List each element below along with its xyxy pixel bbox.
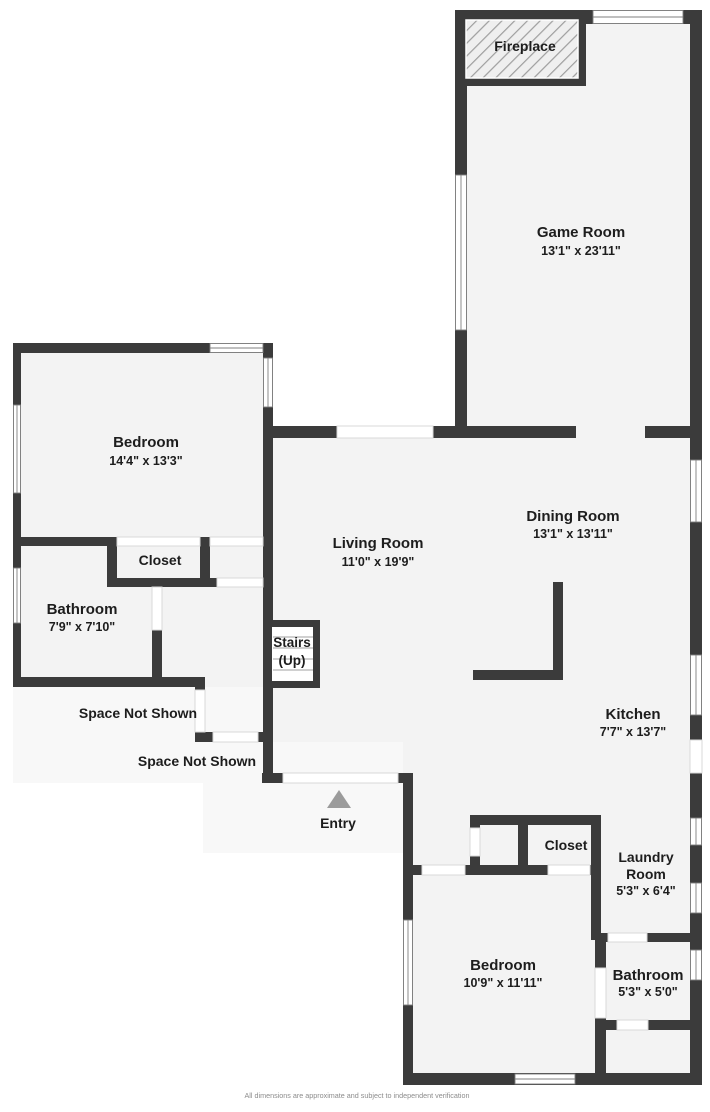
fireplace-hatch	[465, 19, 579, 79]
stairs-floor	[272, 627, 313, 681]
wall	[13, 677, 205, 687]
entry-label: Entry	[320, 815, 356, 831]
entry-door-opening	[282, 772, 399, 784]
opening	[336, 425, 434, 439]
bathroom-upper-label: Bathroom	[47, 601, 118, 618]
game-room-label: Game Room	[537, 224, 625, 241]
wall	[433, 426, 576, 438]
wall	[591, 815, 601, 940]
stairs	[272, 627, 313, 681]
space-not-shown-1-label: Space Not Shown	[79, 705, 197, 721]
opening	[616, 1019, 649, 1031]
bathroom-lower-dims: 5'3" x 5'0"	[618, 985, 678, 999]
kitchen-peninsula-wall	[473, 670, 563, 680]
bedroom-lower-label: Bedroom	[470, 957, 536, 974]
disclaimer-text: All dimensions are approximate and subje…	[245, 1091, 470, 1100]
opening	[594, 967, 607, 1019]
game-room-dims: 13'1" x 23'11"	[541, 244, 621, 258]
dining-room-label: Dining Room	[526, 508, 619, 525]
labels-layer: Fireplace Game Room 13'1" x 23'11" Bedro…	[47, 38, 684, 999]
fireplace-label: Fireplace	[494, 38, 556, 54]
opening	[209, 536, 264, 547]
wall	[152, 587, 162, 687]
opening	[689, 739, 703, 774]
opening	[216, 577, 264, 588]
wall	[595, 933, 702, 942]
kitchen-peninsula-wall	[553, 582, 563, 680]
bedroom-upper-dims: 14'4" x 13'3"	[109, 454, 182, 468]
bathroom-lower-label: Bathroom	[613, 967, 684, 984]
wall	[263, 343, 273, 783]
floor-fills-layer	[13, 10, 702, 1085]
wall	[518, 815, 528, 875]
fireplace	[458, 12, 586, 86]
kitchen-dims: 7'7" x 13'7"	[600, 725, 667, 739]
entry-arrow-icon	[327, 790, 351, 808]
laundry-room-dims: 5'3" x 6'4"	[616, 884, 676, 898]
stairs-label: Stairs	[273, 635, 311, 650]
wall	[200, 537, 210, 587]
living-dining-kitchen-floor	[265, 426, 702, 783]
closet-lower-label: Closet	[545, 837, 588, 853]
entry-area	[203, 742, 403, 853]
stairs-wall-top	[265, 620, 320, 627]
wall	[263, 426, 337, 438]
stairs-up-label: (Up)	[279, 653, 306, 668]
wall	[690, 10, 702, 1085]
opening	[116, 536, 201, 547]
living-room-label: Living Room	[333, 535, 424, 552]
opening	[547, 864, 591, 876]
openings-layer	[116, 425, 703, 1031]
opening	[212, 731, 259, 743]
wall	[13, 343, 272, 353]
opening	[607, 932, 648, 943]
opening	[194, 689, 206, 733]
wall	[107, 537, 117, 587]
laundry-room-label-2: Room	[626, 866, 666, 882]
stairs-wall-bottom	[265, 681, 320, 688]
bathroom-upper-dims: 7'9" x 7'10"	[49, 620, 116, 634]
hallway-floor	[152, 587, 272, 687]
bedroom-lower-dims: 10'9" x 11'11"	[464, 976, 543, 990]
windows-layer	[13, 10, 702, 1085]
space-not-shown-2-label: Space Not Shown	[138, 753, 256, 769]
wall	[107, 578, 273, 587]
dining-room-dims: 13'1" x 13'11"	[533, 527, 613, 541]
opening	[151, 586, 163, 631]
stairs-wall-right	[313, 620, 320, 688]
wall	[470, 815, 601, 825]
living-room-dims: 11'0" x 19'9"	[342, 555, 415, 569]
laundry-room-label-1: Laundry	[618, 849, 673, 865]
wall	[403, 865, 601, 875]
wall	[645, 426, 702, 438]
opening	[469, 827, 481, 857]
opening	[421, 864, 466, 876]
bedroom-upper-label: Bedroom	[113, 434, 179, 451]
closet-upper-label: Closet	[139, 552, 182, 568]
kitchen-label: Kitchen	[605, 706, 660, 723]
